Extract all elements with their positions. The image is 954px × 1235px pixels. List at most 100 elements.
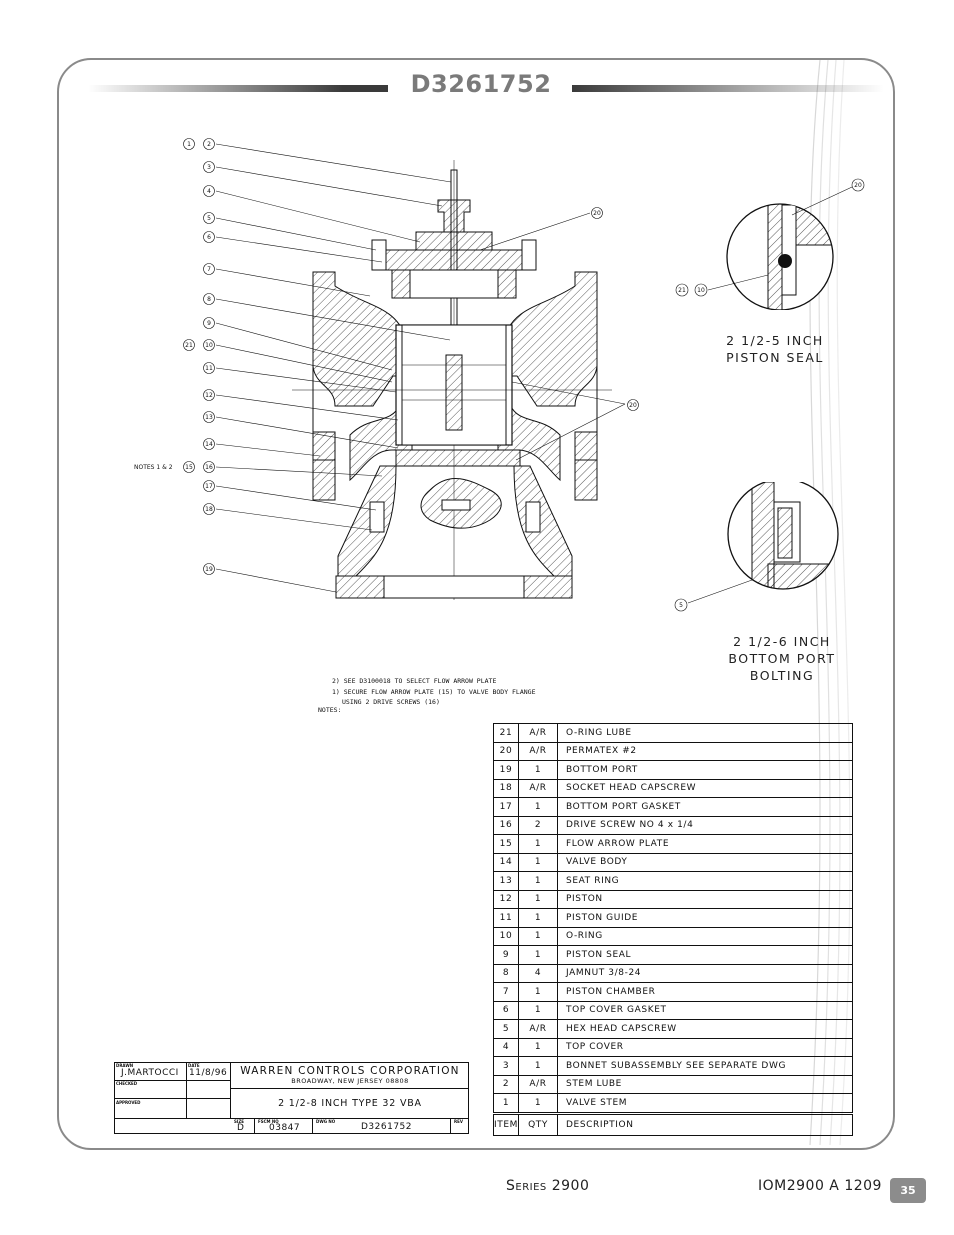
bom-qty: 1 (518, 982, 559, 1002)
bom-qty: 1 (518, 834, 559, 854)
callout-6: 6 (207, 234, 211, 241)
bom-item: 20 (492, 741, 520, 761)
piston-seal-caption-line2: PISTON SEAL (726, 350, 824, 365)
bottom-port-caption-line2: BOTTOM PORT (728, 651, 836, 666)
piston-seal-detail: 20 21 10 (675, 178, 865, 310)
callout-1: 1 (187, 141, 191, 148)
note-1: 1) SECURE FLOW ARROW PLATE (15) TO VALVE… (332, 688, 536, 696)
bom-qty: 1 (518, 1000, 559, 1020)
callout-7: 7 (207, 266, 211, 273)
note-1-text-b: TO VALVE BODY FLANGE (457, 688, 536, 696)
page-title: D3261752 (410, 70, 552, 98)
bom-header-qty: QTY (518, 1111, 559, 1136)
bom-description: DRIVE SCREW NO 4 x 1/4 (557, 815, 853, 835)
page-number-badge: 35 (890, 1178, 926, 1203)
note-1-text-a: 1) SECURE FLOW ARROW PLATE (332, 688, 434, 696)
bom-header-description: DESCRIPTION (557, 1111, 853, 1136)
bottom-port-detail: 5 (674, 482, 839, 612)
bom-item: 10 (492, 926, 520, 946)
bom-description: TOP COVER GASKET (557, 1000, 853, 1020)
title-rule-right (572, 85, 884, 92)
bom-item: 11 (492, 908, 520, 928)
bom-description: VALVE BODY (557, 852, 853, 872)
bom-item: 18 (492, 778, 520, 798)
size-value: D (237, 1123, 245, 1133)
title-rule-left (88, 85, 388, 92)
fscm-label: FSCM NO (258, 1119, 279, 1124)
bom-item: 14 (492, 852, 520, 872)
bom-description: BOTTOM PORT (557, 760, 853, 780)
bom-item: 8 (492, 963, 520, 983)
bom-item: 13 (492, 871, 520, 891)
drawn-by: J.MARTOCCI (121, 1068, 179, 1078)
page-frame (57, 58, 895, 1150)
bom-qty: 1 (518, 1093, 559, 1114)
bom-description: PERMATEX #2 (557, 741, 853, 761)
bom-description: O-RING (557, 926, 853, 946)
bom-description: HEX HEAD CAPSCREW (557, 1019, 853, 1039)
callout-20-top: 20 (593, 210, 601, 217)
detail-callout-10: 10 (697, 287, 705, 294)
callout-20-mid: 20 (629, 402, 637, 409)
dwg-value: D3261752 (361, 1122, 413, 1132)
bom-description: STEM LUBE (557, 1074, 853, 1094)
bom-item: 16 (492, 815, 520, 835)
bom-description: PISTON SEAL (557, 945, 853, 965)
callout-5: 5 (207, 215, 211, 222)
drawing-description: 2 1/2-8 INCH TYPE 32 VBA (278, 1098, 422, 1109)
bom-item: 7 (492, 982, 520, 1002)
callout-21: 21 (185, 342, 193, 349)
fscm-value: 03847 (269, 1123, 301, 1133)
fscm-cell: FSCM NO 03847 (255, 1119, 313, 1134)
bom-description: PISTON (557, 889, 853, 909)
company-cell: WARREN CONTROLS CORPORATION BROADWAY, NE… (231, 1063, 469, 1089)
callout-13: 13 (205, 414, 213, 421)
bom-description: JAMNUT 3/8-24 (557, 963, 853, 983)
footer-series: Series 2900 (506, 1178, 590, 1194)
bom-qty: A/R (518, 741, 559, 761)
callout-16: 16 (205, 464, 213, 471)
bom-qty: 1 (518, 926, 559, 946)
bom-qty: A/R (518, 1019, 559, 1039)
rev-label: REV (454, 1119, 463, 1124)
bom-item: 12 (492, 889, 520, 909)
notes-reference: NOTES 1 & 2 (134, 464, 173, 471)
company-name: WARREN CONTROLS CORPORATION (240, 1065, 460, 1077)
bom-description: BONNET SUBASSEMBLY SEE SEPARATE DWG (557, 1056, 853, 1076)
bom-item: 17 (492, 797, 520, 817)
bom-item: 4 (492, 1037, 520, 1057)
bom-qty: A/R (518, 778, 559, 798)
callout-3: 3 (207, 164, 211, 171)
callout-14: 14 (205, 441, 213, 448)
bom-item: 19 (492, 760, 520, 780)
bom-header-item: ITEM (492, 1111, 520, 1136)
drawing-notes: 2) SEE D3100018 TO SELECT FLOW ARROW PLA… (318, 676, 536, 714)
bom-qty: 1 (518, 760, 559, 780)
bom-qty: 1 (518, 852, 559, 872)
bom-qty: 4 (518, 963, 559, 983)
bom-qty: 1 (518, 1037, 559, 1057)
note-1-ref-16: 16 (428, 698, 436, 706)
bom-qty: A/R (518, 1074, 559, 1094)
bom-qty: 1 (518, 889, 559, 909)
detail-callout-5: 5 (679, 602, 683, 609)
approved-date-cell (187, 1099, 231, 1119)
bom-description: SOCKET HEAD CAPSCREW (557, 778, 853, 798)
bom-item: 9 (492, 945, 520, 965)
bom-description: PISTON GUIDE (557, 908, 853, 928)
callout-11: 11 (205, 365, 213, 372)
company-address: BROADWAY, NEW JERSEY 08808 (291, 1077, 409, 1085)
